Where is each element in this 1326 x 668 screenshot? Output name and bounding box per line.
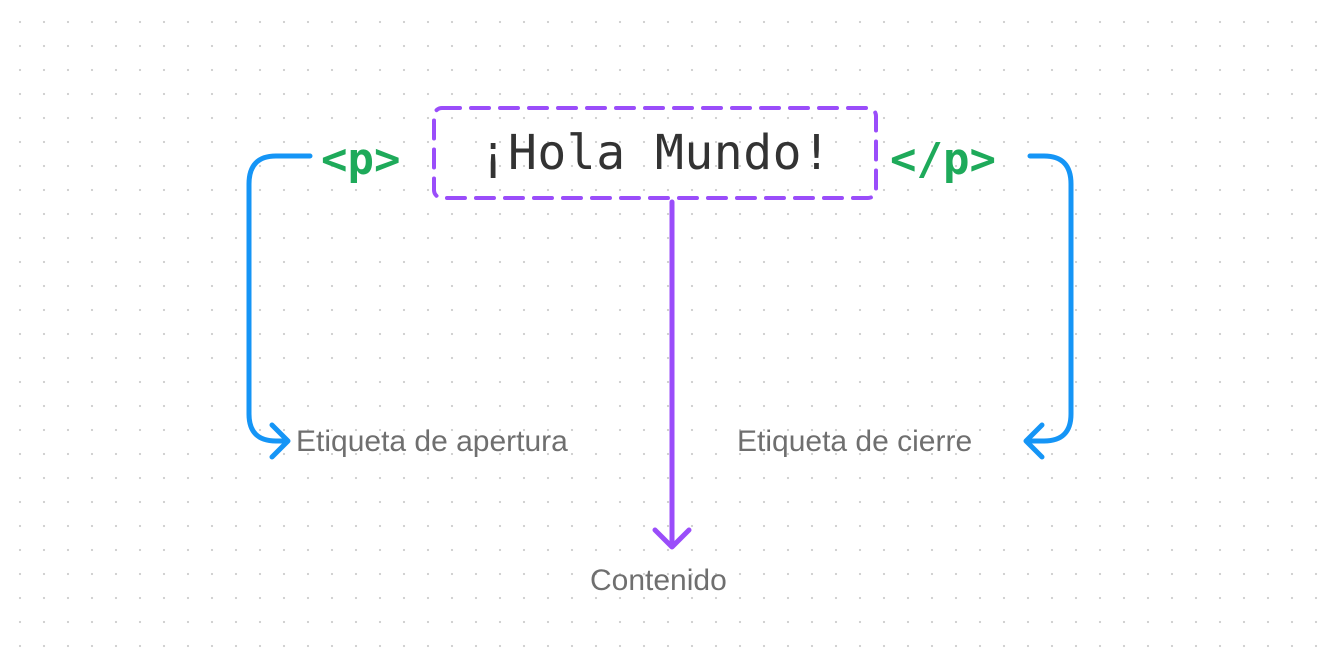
element-content: ¡Hola Mundo! xyxy=(478,125,832,181)
closing-tag-arrow xyxy=(1025,153,1074,444)
content-arrowhead xyxy=(652,527,692,550)
closing-tag-arrowhead xyxy=(1023,422,1045,460)
opening-tag-label: Etiqueta de apertura xyxy=(296,425,568,458)
opening-tag: <p> xyxy=(321,134,401,185)
content-label: Contenido xyxy=(590,564,727,597)
opening-tag-arrow xyxy=(246,153,313,444)
closing-tag-label: Etiqueta de cierre xyxy=(737,425,973,458)
content-box xyxy=(432,106,878,200)
closing-tag: </p> xyxy=(890,134,996,185)
opening-tag-arrowhead xyxy=(269,422,291,460)
